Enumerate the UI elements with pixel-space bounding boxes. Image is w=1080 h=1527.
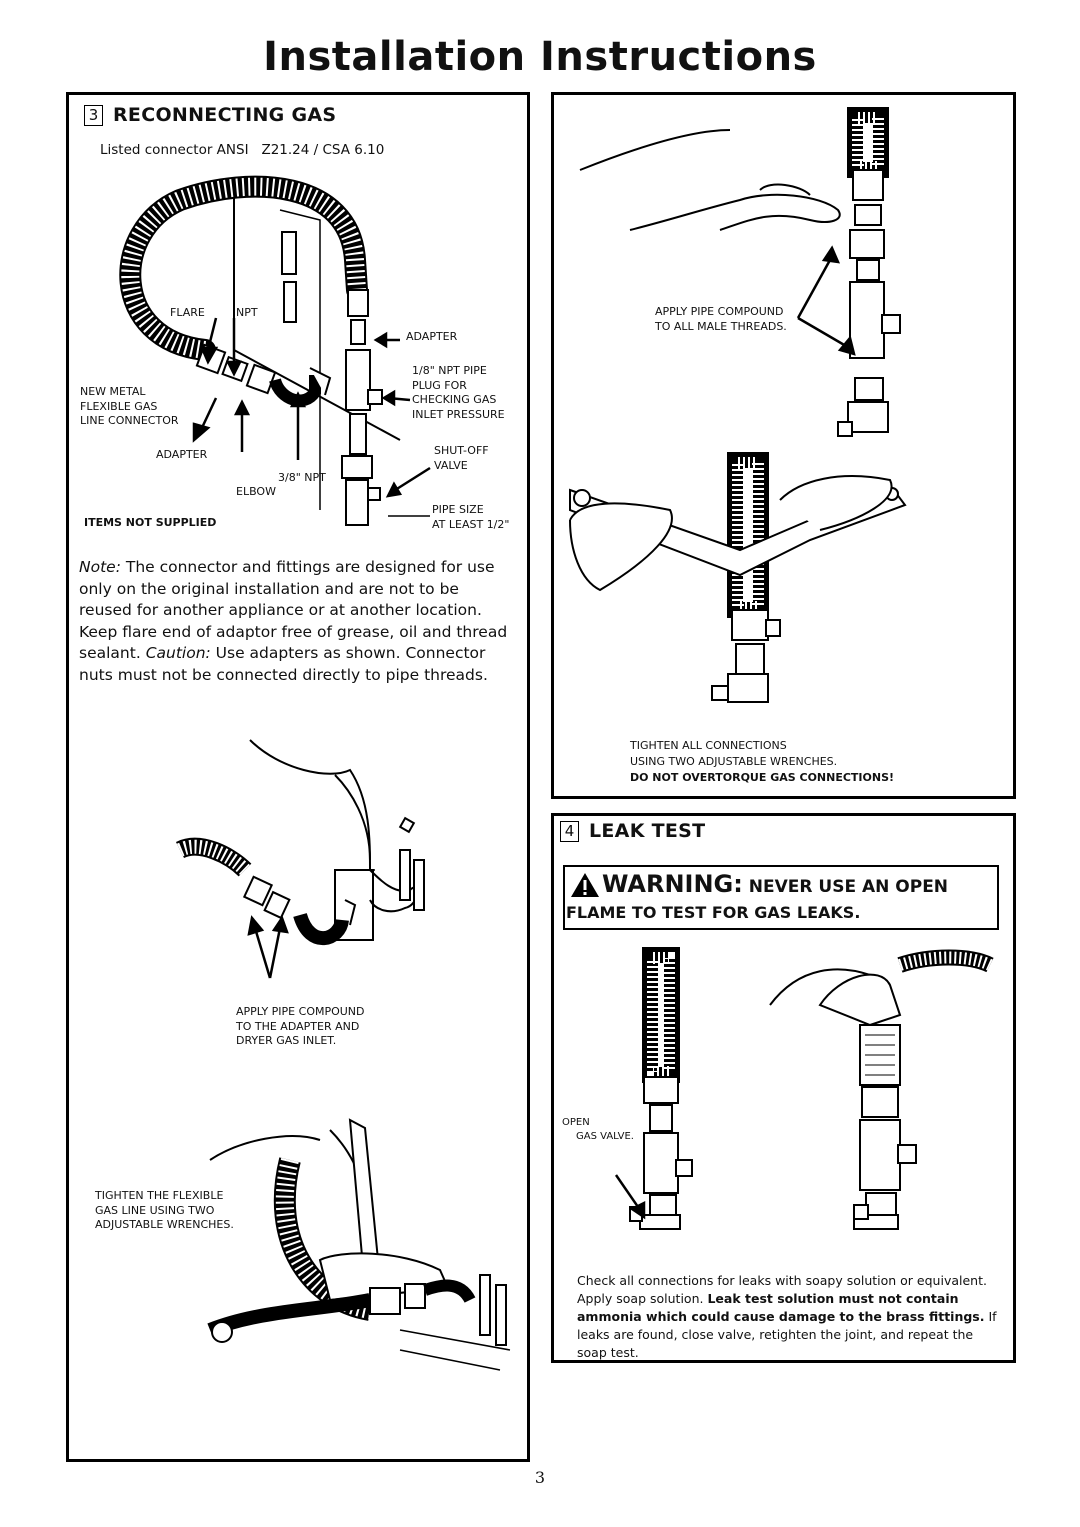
warning-box	[563, 865, 999, 930]
section-number: 3	[84, 104, 103, 126]
section4-heading: 4 LEAK TEST	[560, 820, 705, 842]
note-paragraph: Note: The connector and fittings are des…	[79, 557, 509, 686]
compound-instruction: APPLY PIPE COMPOUND TO THE ADAPTER AND D…	[236, 1005, 365, 1047]
label-new-metal-connector: NEW METAL FLEXIBLE GAS LINE CONNECTOR	[80, 385, 179, 427]
leak-test-panel	[551, 813, 1016, 1363]
label-npt-pipe-plug: 1/8" NPT PIPE PLUG FOR CHECKING GAS INLE…	[412, 364, 505, 421]
leak-test-illustration	[614, 947, 994, 1230]
caution-label: Caution:	[145, 644, 211, 662]
leak-bold-text: Leak test solution must not contain ammo…	[577, 1291, 985, 1324]
connector-assembly-diagram	[119, 175, 431, 526]
caution-text: Use adapters as shown. Connector nuts mu…	[79, 644, 488, 684]
label-adapter-left: ADAPTER	[156, 448, 208, 461]
tighten-flexible-instruction: TIGHTEN THE FLEXIBLE GAS LINE USING TWO …	[95, 1189, 234, 1231]
label-pipe-size: PIPE SIZE AT LEAST 1/2"	[432, 503, 510, 531]
open-gas-valve-label: OPEN GAS VALVE.	[562, 1117, 634, 1142]
leak-text-2: If leaks are found, close valve, retight…	[577, 1309, 997, 1360]
compound-male-threads-instruction: APPLY PIPE COMPOUND TO ALL MALE THREADS.	[655, 305, 787, 333]
section-title: LEAK TEST	[589, 820, 706, 842]
tighten-all-instruction: TIGHTEN ALL CONNECTIONS USING TWO ADJUST…	[630, 739, 895, 784]
warning-word: WARNING:	[602, 870, 743, 898]
connector-note: Listed connector ANSI Z21.24 / CSA 6.10	[100, 142, 385, 158]
label-flare: FLARE	[170, 306, 205, 319]
label-38-npt: 3/8" NPT	[278, 471, 326, 484]
section3-heading: 3 RECONNECTING GAS	[84, 104, 336, 126]
note-text: The connector and fittings are designed …	[79, 558, 508, 662]
note-label: Note:	[79, 558, 121, 576]
label-adapter-top: ADAPTER	[406, 330, 458, 343]
section-title: RECONNECTING GAS	[113, 104, 337, 126]
warning-line2: FLAME TO TEST FOR GAS LEAKS.	[566, 903, 861, 922]
page-number: 3	[534, 1468, 546, 1487]
warning-icon	[571, 873, 599, 897]
warning-line1: WARNING: NEVER USE AN OPEN	[602, 870, 948, 898]
tighten-wrench-illustration	[207, 1118, 511, 1371]
two-wrenches-illustration	[569, 452, 907, 703]
label-shutoff-valve: SHUT-OFF VALVE	[434, 444, 489, 472]
label-npt: NPT	[236, 306, 258, 319]
apply-compound-illustration	[175, 739, 425, 979]
page-title: Installation Instructions	[263, 34, 817, 80]
label-items-not-supplied: ITEMS NOT SUPPLIED	[84, 516, 217, 529]
warning-text: NEVER USE AN OPEN	[742, 877, 949, 897]
leak-test-paragraph: Check all connections for leaks with soa…	[577, 1272, 997, 1362]
label-elbow: ELBOW	[236, 485, 276, 498]
apply-compound-male-threads-illustration	[579, 107, 901, 437]
leak-text-1: Check all connections for leaks with soa…	[577, 1273, 987, 1306]
section-number: 4	[560, 820, 579, 842]
